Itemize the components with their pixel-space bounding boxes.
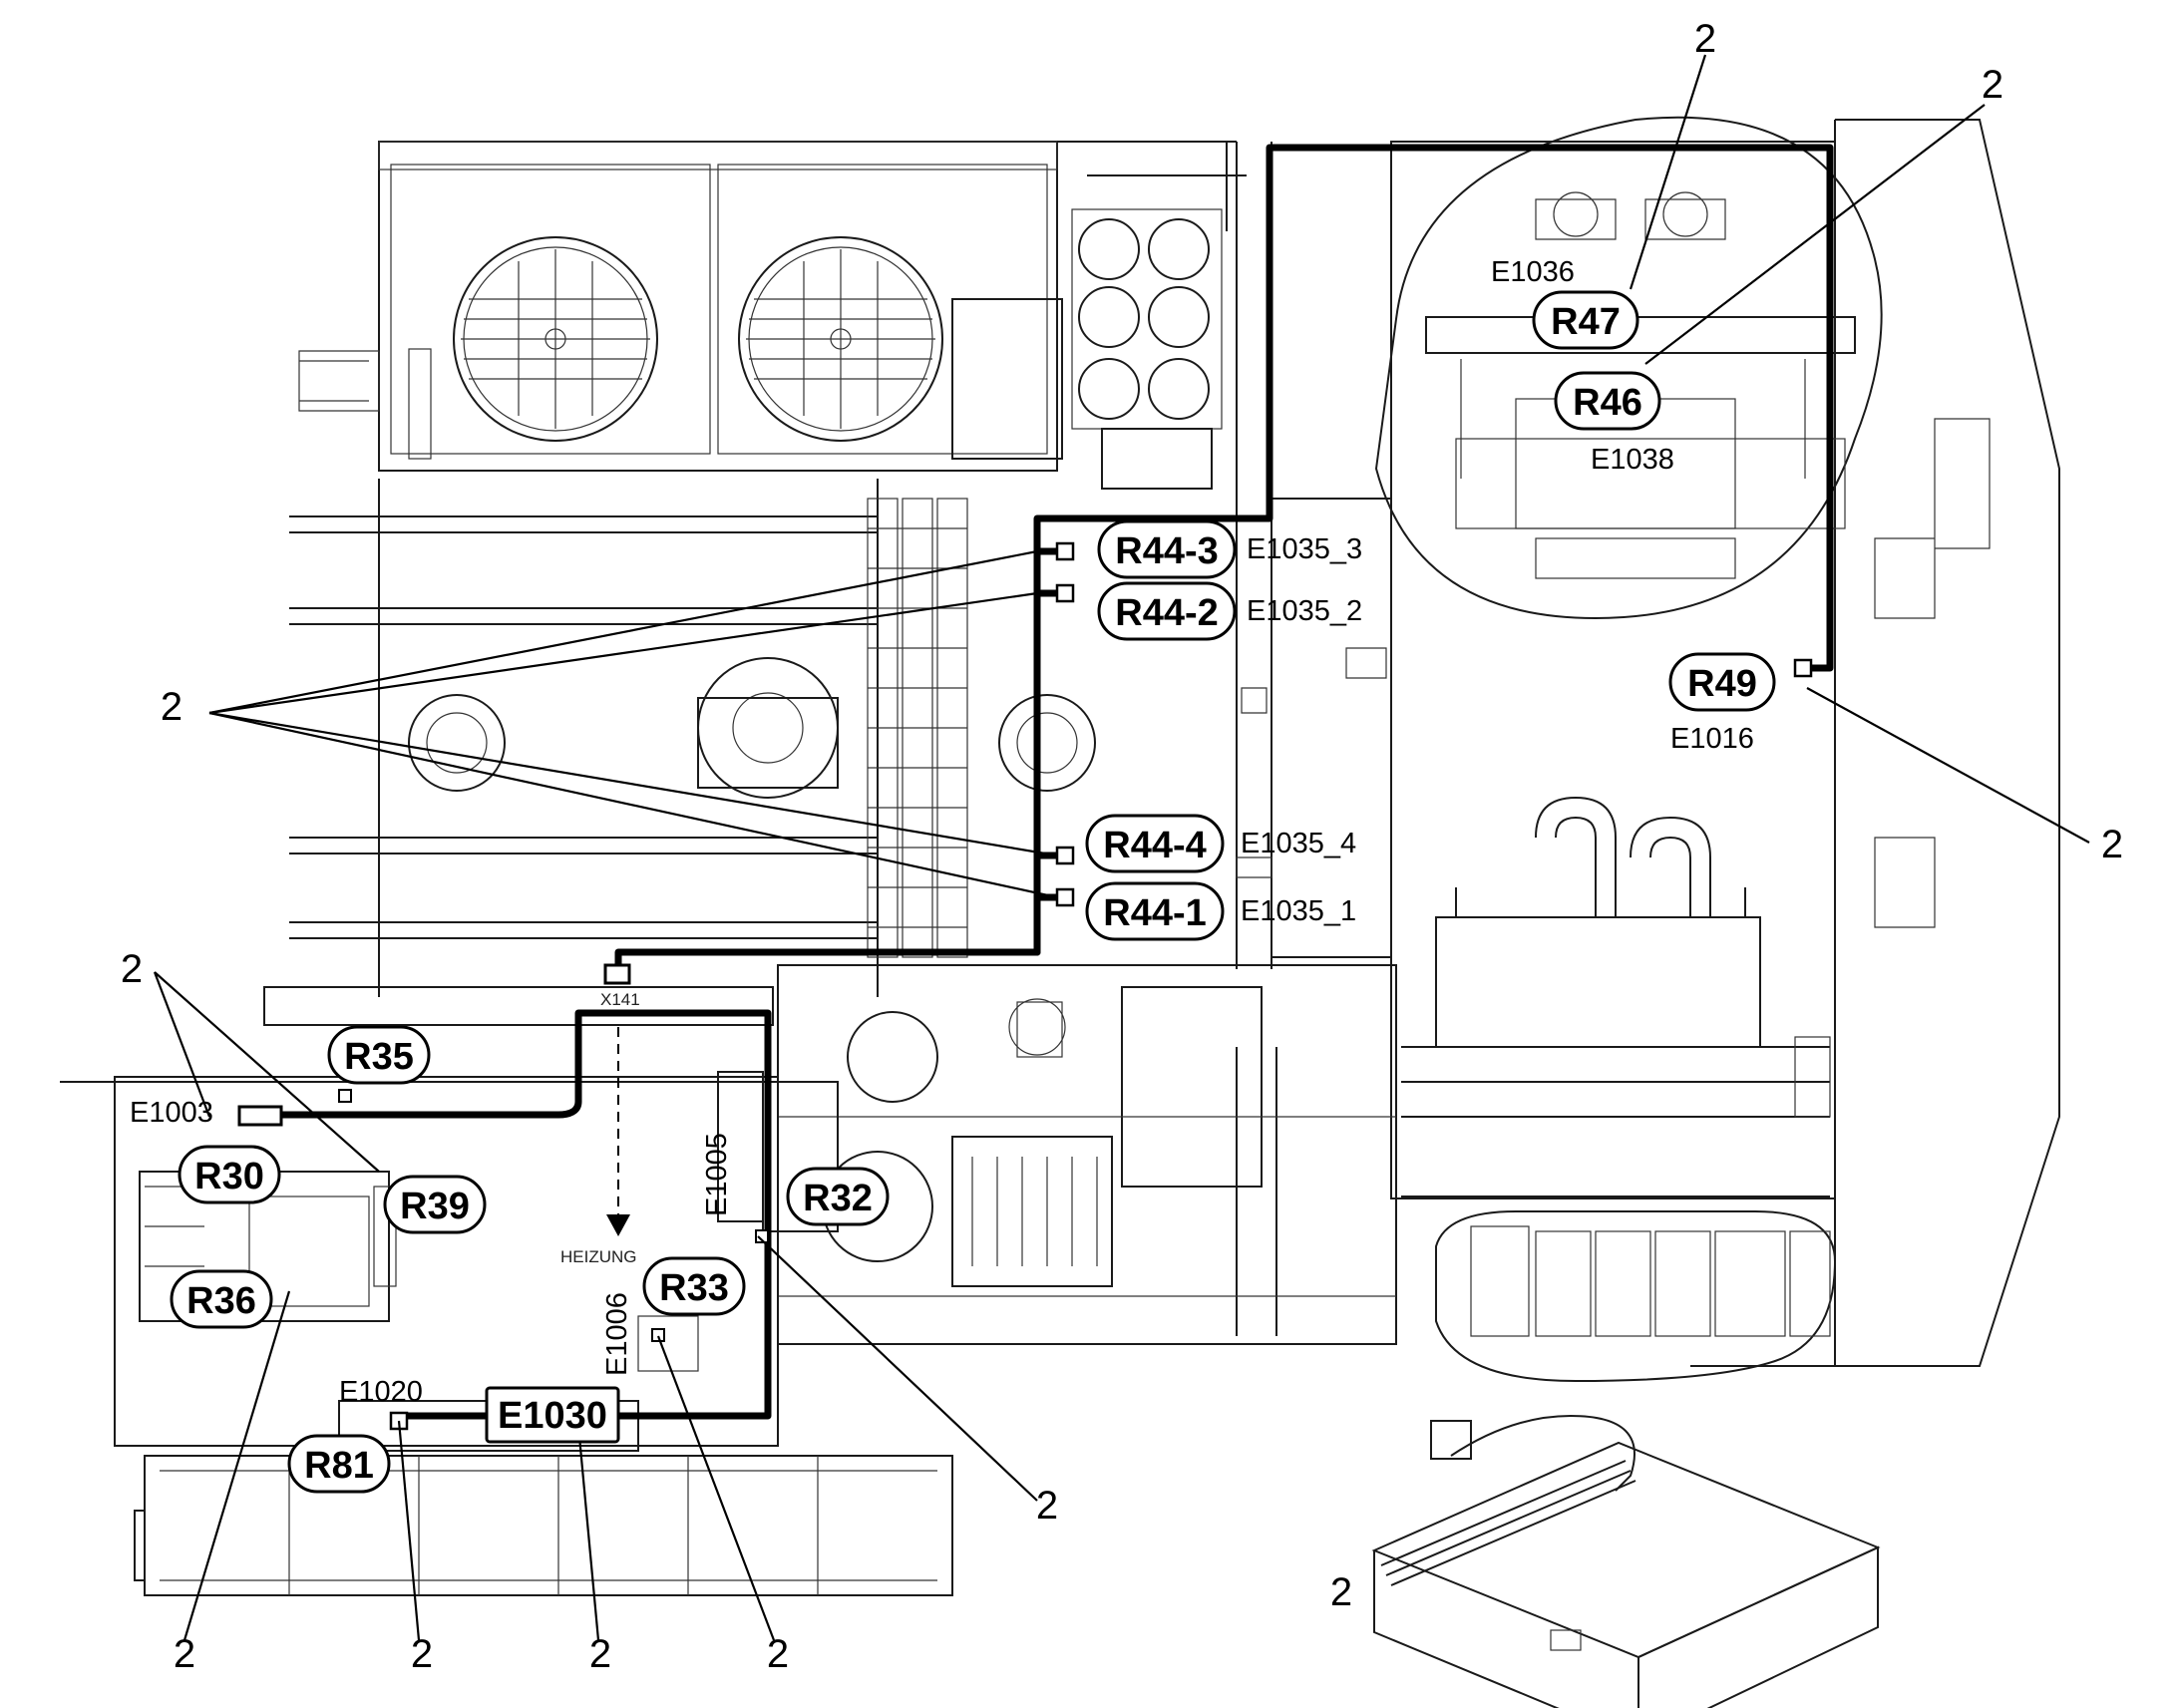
callout-r39: R39	[383, 1175, 487, 1234]
callout-r36: R36	[170, 1269, 273, 1329]
item-number-2: 2	[121, 947, 143, 991]
connector-labels: E1036 E1038 E1035_3 E1035_2 E1035_4 E103…	[130, 256, 1754, 1408]
callout-bubbles: R47 R46 R44-3 R44-2 R44-4 R44-1 R49 R35	[170, 290, 1776, 1494]
item-number-2: 2	[411, 1632, 433, 1676]
battery-pack	[1371, 1414, 1881, 1708]
callout-r47: R47	[1532, 290, 1639, 350]
callout-r44-4: R44-4	[1085, 814, 1225, 873]
chassis-rails	[289, 479, 1096, 997]
callout-r30: R30	[178, 1145, 281, 1204]
label-e1035-4: E1035_4	[1241, 828, 1356, 859]
svg-text:R44-3: R44-3	[1115, 530, 1219, 572]
item-numbers: 2 2 2 2 2 2 2 2 2 2 2	[121, 17, 2123, 1676]
item-number-2: 2	[1330, 1570, 1352, 1614]
svg-text:E1030: E1030	[498, 1395, 607, 1437]
label-e1006: E1006	[601, 1292, 633, 1376]
svg-text:R81: R81	[304, 1445, 374, 1487]
detail-view-top	[1374, 116, 1883, 620]
label-e1036: E1036	[1491, 256, 1575, 288]
heater-airflow-arrow	[606, 1027, 630, 1236]
callout-r33: R33	[642, 1256, 746, 1316]
svg-text:R44-4: R44-4	[1103, 825, 1207, 866]
leader-lines	[153, 54, 2090, 1641]
item-number-2: 2	[1036, 1484, 1058, 1528]
callout-r44-1: R44-1	[1085, 881, 1225, 941]
label-e1035-1: E1035_1	[1241, 895, 1356, 927]
label-x141: X141	[600, 990, 640, 1009]
detail-view-bottom	[1435, 1210, 1837, 1383]
machine-outline	[60, 116, 2060, 1708]
svg-text:R46: R46	[1573, 382, 1642, 424]
svg-text:R44-2: R44-2	[1115, 592, 1219, 634]
callout-r81: R81	[287, 1434, 391, 1494]
label-e1038: E1038	[1591, 444, 1674, 476]
label-heizung: HEIZUNG	[560, 1247, 637, 1266]
item-number-2: 2	[174, 1632, 195, 1676]
item-number-2: 2	[589, 1632, 611, 1676]
cylinder-heads	[1071, 208, 1223, 430]
callout-r35: R35	[327, 1025, 431, 1085]
item-number-2: 2	[161, 685, 182, 729]
callout-r44-3: R44-3	[1097, 519, 1237, 579]
fan-right	[738, 236, 943, 442]
svg-text:R33: R33	[659, 1267, 729, 1309]
svg-text:R30: R30	[194, 1156, 264, 1197]
callout-r44-2: R44-2	[1097, 581, 1237, 641]
fan-left	[453, 236, 658, 442]
item-number-2: 2	[1694, 17, 1716, 61]
svg-text:R35: R35	[344, 1036, 414, 1078]
label-e1035-2: E1035_2	[1247, 595, 1362, 627]
callout-r49: R49	[1668, 652, 1776, 712]
svg-text:R47: R47	[1551, 301, 1621, 343]
callout-e1030: E1030	[485, 1386, 620, 1444]
callout-r46: R46	[1554, 371, 1661, 431]
item-number-2: 2	[1982, 63, 2003, 107]
svg-text:R36: R36	[186, 1280, 256, 1322]
label-e1020: E1020	[339, 1376, 423, 1408]
callout-r32: R32	[786, 1167, 890, 1226]
label-e1005: E1005	[701, 1133, 733, 1216]
label-e1035-3: E1035_3	[1247, 533, 1362, 565]
label-e1003: E1003	[130, 1097, 213, 1129]
terminal-strips	[867, 498, 968, 958]
svg-text:R32: R32	[803, 1178, 873, 1219]
svg-text:R39: R39	[400, 1186, 470, 1227]
item-number-2: 2	[2101, 823, 2123, 866]
svg-text:R49: R49	[1687, 663, 1757, 705]
label-e1016: E1016	[1670, 723, 1754, 755]
svg-text:R44-1: R44-1	[1103, 892, 1207, 934]
item-number-2: 2	[767, 1632, 789, 1676]
